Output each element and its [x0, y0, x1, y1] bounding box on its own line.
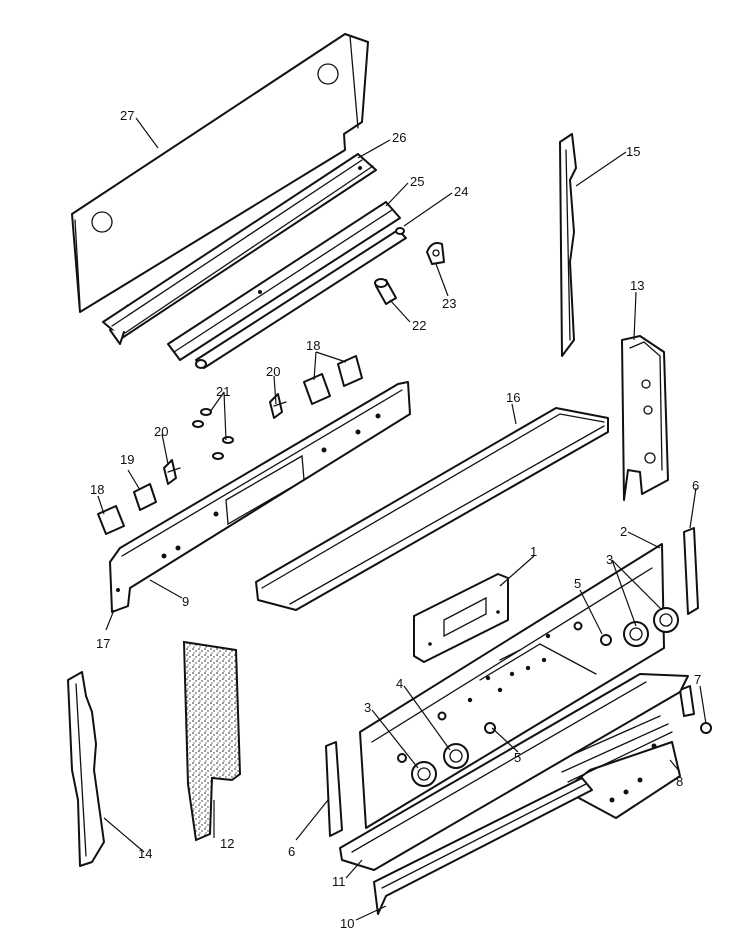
callout-26: 26 [392, 130, 406, 145]
part-10-bottom-trim [373, 777, 593, 915]
leader-lines [97, 117, 707, 921]
part-23-clip [426, 242, 445, 265]
part-18-block-right-a [303, 373, 331, 405]
callout-18-right: 18 [306, 338, 320, 353]
callout-18-left: 18 [90, 482, 104, 497]
callout-13: 13 [630, 278, 644, 293]
callout-22: 22 [412, 318, 426, 333]
part-21-fasteners [192, 408, 234, 460]
callout-3-left: 3 [364, 700, 371, 715]
callout-25: 25 [410, 174, 424, 189]
part-18-block-left [97, 505, 125, 535]
callout-1: 1 [530, 544, 537, 559]
callout-7: 7 [694, 672, 701, 687]
part-20-bracket-right [269, 393, 287, 419]
part-8-harness [539, 697, 681, 819]
callout-9: 9 [182, 594, 189, 609]
part-19-block [133, 483, 157, 511]
part-16-top-trim [255, 407, 609, 611]
callout-23: 23 [442, 296, 456, 311]
part-22-bushing [374, 278, 397, 305]
part-17-panel-frame [109, 381, 411, 613]
callout-5-left: 5 [514, 750, 521, 765]
callout-15: 15 [626, 144, 640, 159]
callout-11: 11 [332, 874, 346, 889]
callout-8: 8 [676, 774, 683, 789]
part-5-buttons [397, 621, 612, 763]
part-3-knobs-right [623, 607, 679, 647]
callout-21: 21 [216, 384, 230, 399]
part-24-rod [195, 227, 407, 369]
callout-2: 2 [620, 524, 627, 539]
part-12-insulation [182, 640, 242, 842]
part-2-control-panel [359, 543, 665, 829]
part-15-side-trim [559, 133, 577, 357]
part-27-back-panel [71, 33, 369, 313]
callout-6-left: 6 [288, 844, 295, 859]
callout-6-right: 6 [692, 478, 699, 493]
callout-17: 17 [96, 636, 110, 651]
callout-12: 12 [220, 836, 234, 851]
callout-27: 27 [120, 108, 134, 123]
part-1-clock-module [413, 573, 509, 663]
part-26-channel [102, 153, 377, 345]
callout-20-left: 20 [154, 424, 168, 439]
part-25-rail [167, 201, 401, 361]
callout-3-right: 3 [606, 552, 613, 567]
part-14-side-trim [67, 671, 105, 867]
callout-4: 4 [396, 676, 403, 691]
part-6-end-trim-right [683, 527, 699, 615]
callout-10: 10 [340, 916, 354, 931]
callout-19: 19 [120, 452, 134, 467]
part-7-grommet [679, 685, 712, 734]
callout-5-right: 5 [574, 576, 581, 591]
callout-20-right: 20 [266, 364, 280, 379]
part-20-bracket-left [163, 459, 181, 485]
callout-labels: 27 26 25 24 23 22 15 13 16 18 20 21 20 1… [90, 108, 701, 931]
part-6-end-trim-left [325, 741, 343, 837]
part-13-end-cap [621, 335, 669, 501]
callout-16: 16 [506, 390, 520, 405]
callout-24: 24 [454, 184, 468, 199]
part-18-block-right-b [337, 355, 363, 387]
callout-14: 14 [138, 846, 152, 861]
part-11-lower-channel [339, 673, 689, 871]
